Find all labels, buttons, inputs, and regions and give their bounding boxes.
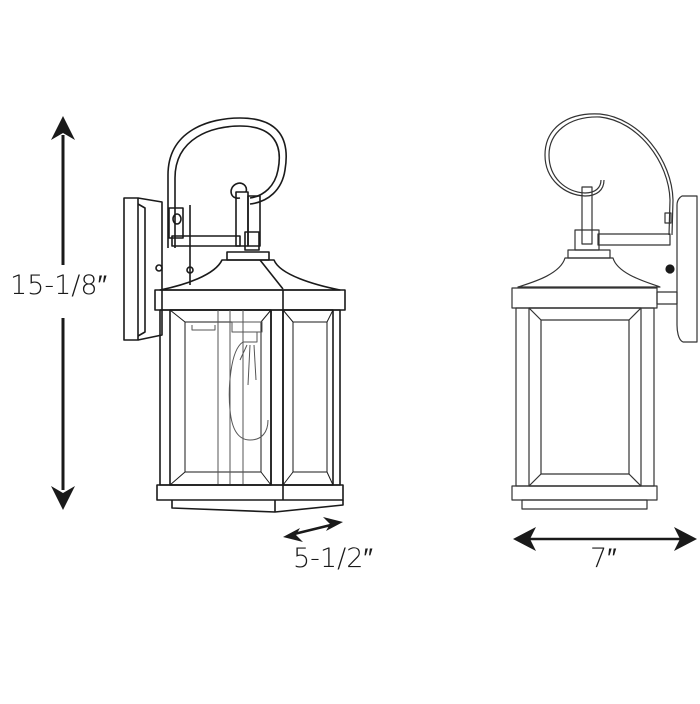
depth-dimension-label: 5-1/2″: [293, 543, 373, 574]
height-dimension-label: 15-1/8″: [10, 270, 108, 301]
front-view-lantern: [511, 113, 698, 510]
side-view-lantern: [123, 117, 346, 513]
width-dimension-label: 7″: [590, 543, 617, 574]
height-arrow-icon: [51, 116, 75, 510]
width-arrow-icon: [513, 527, 697, 551]
depth-arrow-icon: [283, 517, 343, 542]
